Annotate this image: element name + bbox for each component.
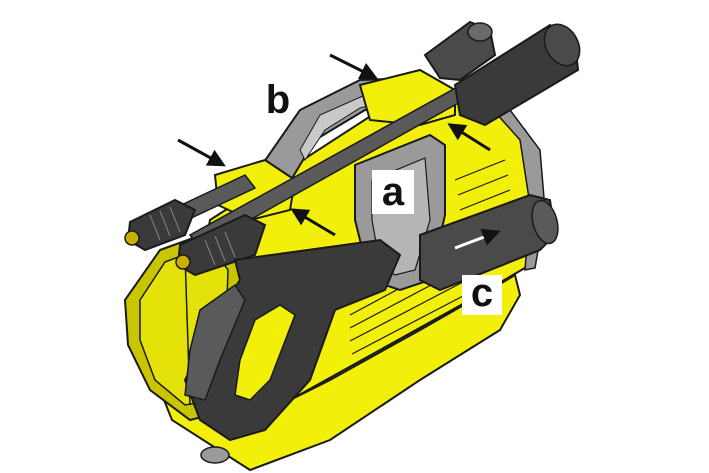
trigger-gun-connector bbox=[200, 446, 230, 464]
arrow-b-upper-right bbox=[447, 123, 491, 152]
arrow-b-top bbox=[329, 53, 379, 80]
second-lance-brass-tip bbox=[124, 230, 140, 246]
arrow-icon bbox=[177, 53, 501, 250]
arrow-c bbox=[454, 228, 501, 250]
label-a-box bbox=[372, 170, 414, 214]
label-c: c bbox=[471, 271, 493, 315]
trigger-gun-grip-opening bbox=[234, 304, 296, 401]
second-lance-ribs bbox=[149, 206, 181, 241]
lance-grip-end bbox=[543, 23, 581, 67]
label-b: b bbox=[266, 78, 290, 122]
trigger-gun-front bbox=[184, 283, 246, 401]
label-a: a bbox=[382, 170, 405, 214]
third-lance-ribs bbox=[204, 231, 236, 266]
label-c-box bbox=[462, 275, 502, 315]
arrow-b-left bbox=[177, 138, 226, 167]
arrow-b-lower bbox=[290, 208, 336, 237]
lance-nozzle-tip bbox=[467, 22, 493, 42]
hose-drum-end bbox=[531, 199, 559, 245]
third-lance-brass-tip bbox=[175, 254, 191, 270]
